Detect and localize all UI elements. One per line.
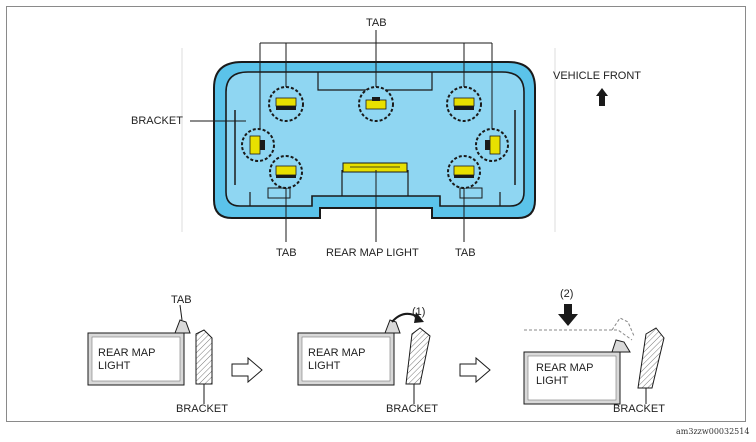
tab-label-top: TAB	[366, 17, 387, 29]
step2-bracket-label: BRACKET	[386, 403, 438, 415]
vehicle-front-label: VEHICLE FRONT	[553, 70, 642, 82]
step1-illustration	[87, 304, 213, 404]
rear-map-light-connector	[342, 162, 408, 173]
step3-bracket-label: BRACKET	[613, 403, 665, 415]
tab-circle	[447, 155, 481, 189]
step1-box-line2: LIGHT	[98, 360, 131, 372]
tab-label-bottom-left: TAB	[276, 247, 297, 259]
bracket-label: BRACKET	[131, 115, 183, 127]
tab-circle	[446, 86, 482, 122]
tab-label-bottom-right: TAB	[455, 247, 476, 259]
step2-callout: (1)	[412, 306, 426, 318]
step1-tab-label: TAB	[171, 294, 192, 306]
step2-illustration	[297, 312, 431, 404]
tab-circle	[269, 155, 303, 189]
step3-box-line1: REAR MAP	[536, 362, 594, 374]
figure-id: am3zzw00032514	[676, 427, 750, 436]
step1-box-line1: REAR MAP	[98, 347, 156, 359]
tab-circle	[268, 86, 304, 122]
step2-box-line1: REAR MAP	[308, 347, 366, 359]
step-arrow-icon	[231, 356, 263, 384]
tab-circle	[475, 128, 509, 162]
diagram-frame	[6, 6, 746, 422]
tab-leader-top	[259, 30, 493, 129]
vehicle-front-arrow-icon	[596, 88, 608, 106]
step-arrow-icon	[459, 356, 491, 384]
step3-illustration	[523, 304, 665, 405]
step3-box-line2: LIGHT	[536, 375, 569, 387]
tab-circle	[358, 86, 394, 122]
step3-callout: (2)	[560, 288, 574, 300]
rear-map-light-label: REAR MAP LIGHT	[326, 247, 419, 259]
step1-bracket-label: BRACKET	[176, 403, 228, 415]
step2-box-line2: LIGHT	[308, 360, 341, 372]
tab-circle	[241, 128, 275, 162]
